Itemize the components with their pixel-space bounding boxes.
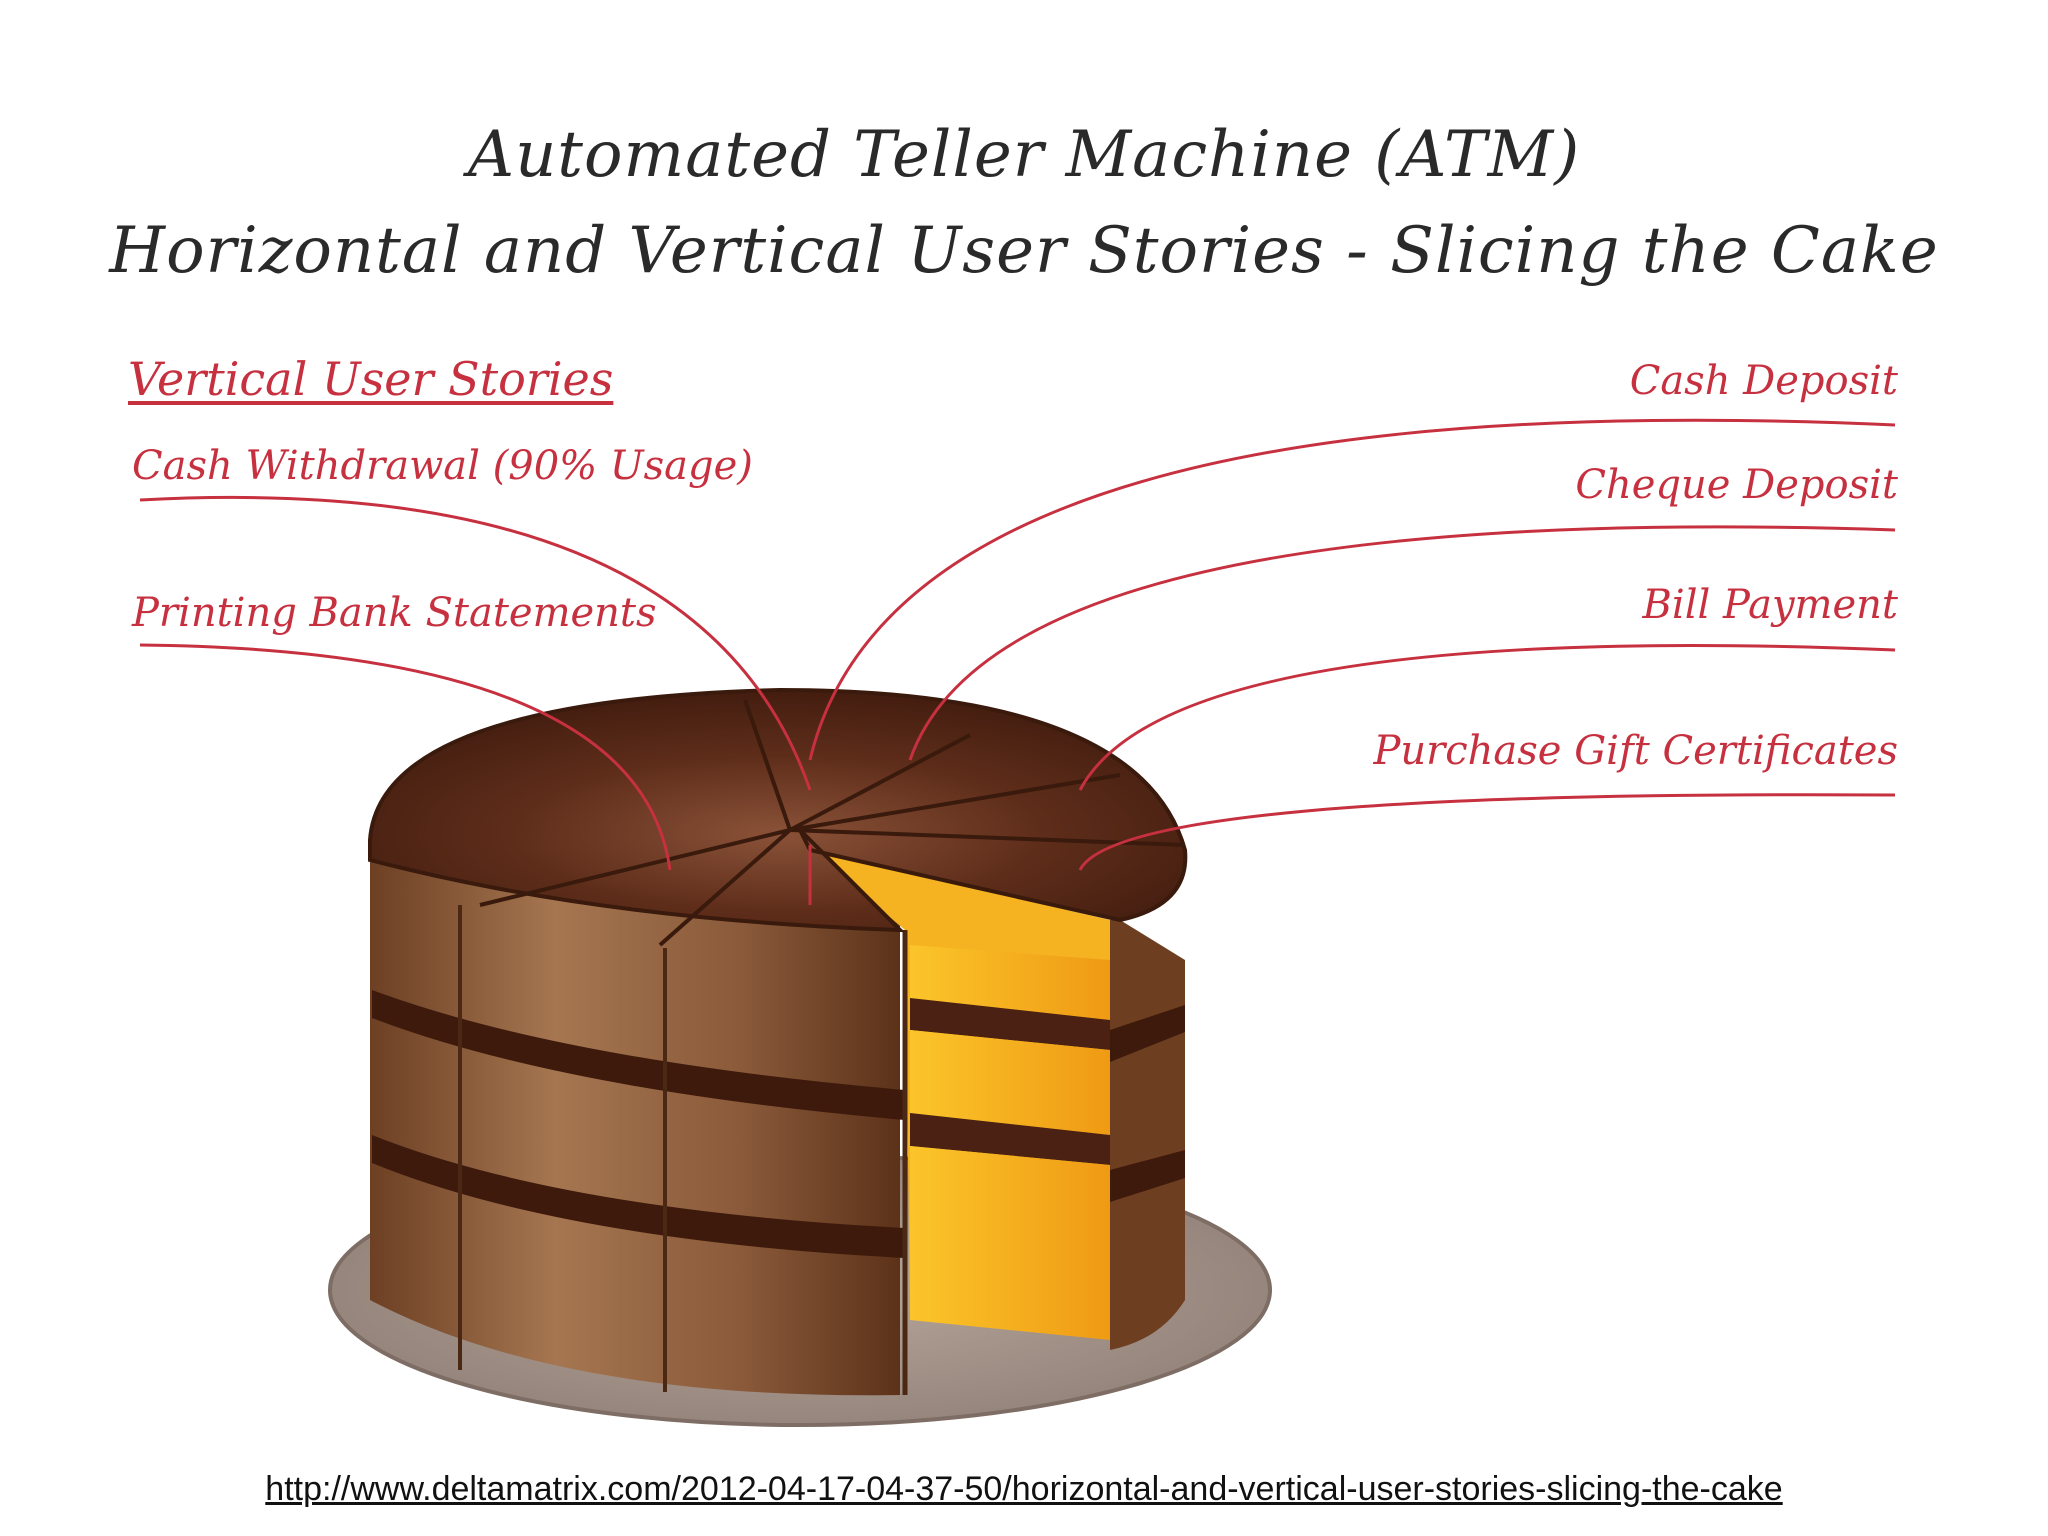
filling-band-upper <box>372 990 905 1120</box>
section-heading: Vertical User Stories <box>128 352 614 406</box>
story-label-printing-statements: Printing Bank Statements <box>132 590 657 636</box>
title-line-1: Automated Teller Machine (ATM) <box>467 118 1581 192</box>
story-label-cheque-deposit: Cheque Deposit <box>1575 462 1898 508</box>
cake-top <box>368 687 1188 933</box>
title-line-2: Horizontal and Vertical User Stories - S… <box>109 214 1939 288</box>
connector-lines <box>139 418 1896 905</box>
filling-band-lower <box>372 1135 905 1258</box>
story-label-cash-withdrawal: Cash Withdrawal (90% Usage) <box>132 443 753 489</box>
story-label-gift-certificates: Purchase Gift Certificates <box>1373 728 1898 774</box>
source-link[interactable]: http://www.deltamatrix.com/2012-04-17-04… <box>265 1470 1783 1508</box>
story-label-cash-deposit: Cash Deposit <box>1629 358 1898 404</box>
story-label-bill-payment: Bill Payment <box>1642 582 1899 628</box>
cake-side <box>370 840 900 1396</box>
